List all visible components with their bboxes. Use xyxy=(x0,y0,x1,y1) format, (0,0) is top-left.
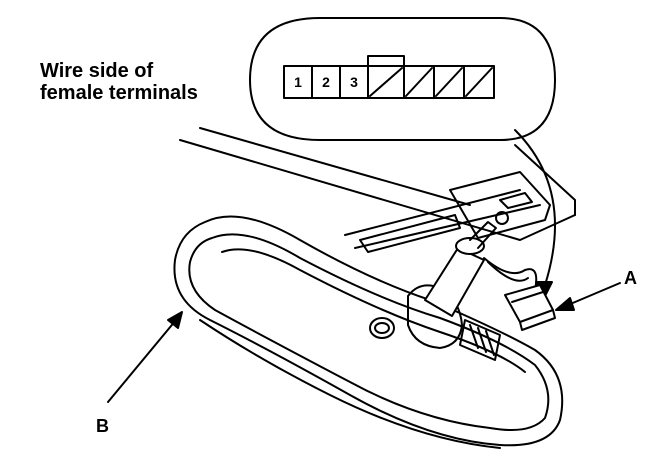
mirror-housing-inner xyxy=(188,233,550,431)
mirror-hole xyxy=(369,317,395,339)
stem-bolt xyxy=(469,221,497,249)
connector-pin-3: 3 xyxy=(350,74,358,90)
mirror-stem xyxy=(424,247,485,317)
connector-lock-tab xyxy=(367,55,405,67)
bubble-leader xyxy=(514,129,556,286)
callout-a-leader xyxy=(567,282,621,306)
connector-pin-1: 1 xyxy=(294,74,302,90)
roof-inner-line xyxy=(199,127,471,206)
caption-line-1: Wire side of xyxy=(40,60,154,82)
connector-a-face xyxy=(519,309,556,331)
mount-bracket-slot xyxy=(499,192,533,209)
roof-outline xyxy=(179,139,576,241)
mirror-housing-outline xyxy=(173,215,564,447)
connector-pin-2: 2 xyxy=(322,74,330,90)
sensor-wire xyxy=(483,257,538,291)
callout-a-arrowhead xyxy=(555,297,575,311)
caption-line-2: female terminals xyxy=(40,82,198,104)
callout-a-label: A xyxy=(624,268,637,288)
connector-caption: Wire side of female terminals xyxy=(40,60,198,104)
stem-boot xyxy=(407,284,463,349)
connector-face xyxy=(283,65,495,99)
callout-b-arrowhead xyxy=(167,311,183,329)
mirror-base-shading xyxy=(199,319,501,449)
header-line xyxy=(344,189,521,236)
bracket-rail xyxy=(359,214,461,253)
stem-top xyxy=(455,237,485,255)
sensor-wire-2 xyxy=(487,261,529,282)
callout-b-label: B xyxy=(96,416,109,436)
mount-bracket xyxy=(449,171,551,239)
header-line-2 xyxy=(354,204,541,249)
mount-screw xyxy=(495,211,509,225)
sensor-window xyxy=(459,319,501,361)
windshield-edge xyxy=(514,144,576,216)
mirror-housing-rim xyxy=(221,248,526,373)
callout-b-leader xyxy=(107,319,177,403)
